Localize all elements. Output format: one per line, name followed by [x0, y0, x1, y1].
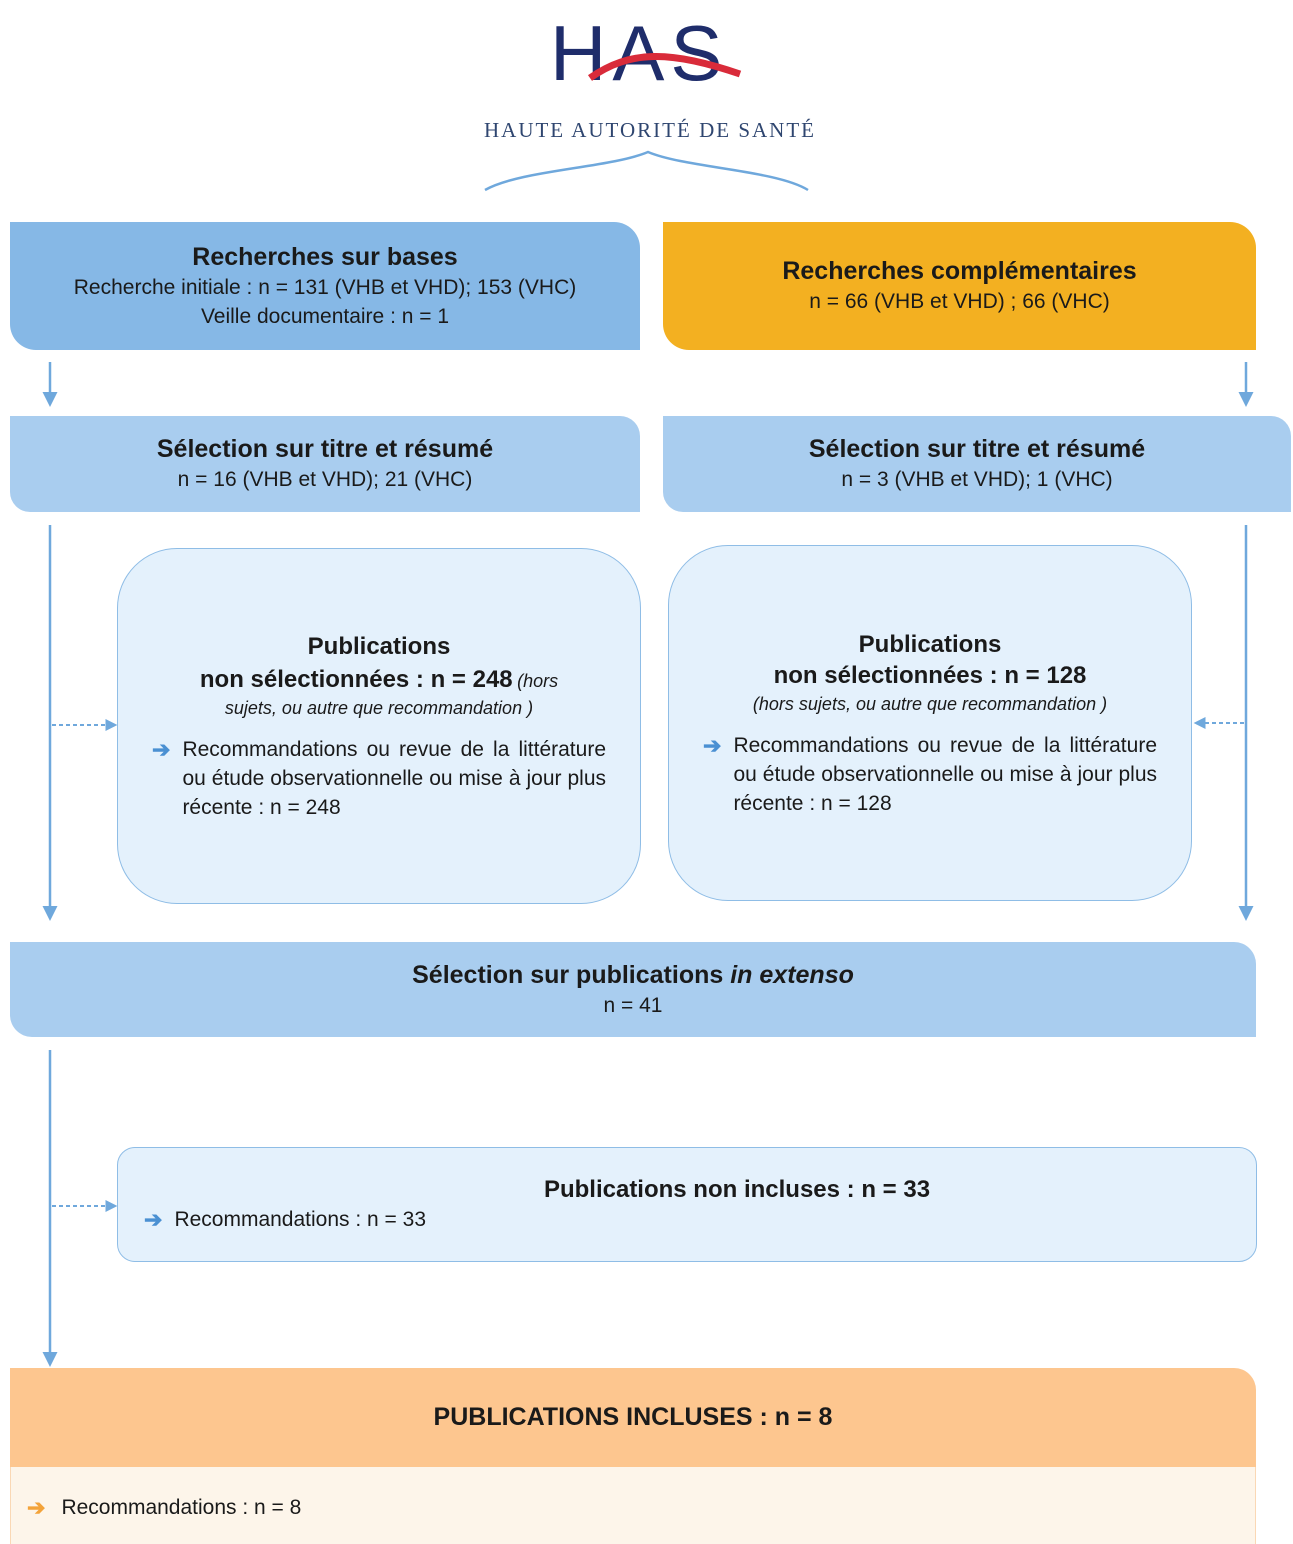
search-db-box: Recherches sur bases Recherche initiale … — [10, 222, 640, 350]
excluded-left-box: Publications non sélectionnées : n = 248… — [117, 548, 641, 904]
fulltext-title-italic: in extenso — [730, 960, 854, 989]
excluded-right-title2: non sélectionnées : n = 128 — [773, 661, 1087, 689]
excluded-left-note-inline: (hors — [517, 670, 559, 691]
search-extra-box: Recherches complémentaires n = 66 (VHB e… — [663, 222, 1256, 350]
has-logo: HAS — [520, 0, 780, 115]
not-included-bullet-item: ➔ Recommandations : n = 33 — [144, 1205, 1230, 1234]
fulltext-title: Sélection sur publications in extenso — [412, 960, 854, 991]
selection-left-title: Sélection sur titre et résumé — [156, 435, 494, 463]
selection-left-line1: n = 16 (VHB et VHD); 21 (VHC) — [177, 468, 473, 491]
has-logo-mark: HAS — [550, 9, 742, 97]
search-db-title: Recherches sur bases — [192, 242, 458, 271]
selection-right-box: Sélection sur titre et résumé n = 3 (VHB… — [663, 416, 1291, 512]
excluded-left-title2: non sélectionnées : n = 248 — [199, 665, 513, 693]
excluded-right-box: Publications non sélectionnées : n = 128… — [668, 545, 1192, 901]
included-bullet-item: ➔ Recommandations : n = 8 — [27, 1493, 1239, 1522]
excluded-right-bullet: Recommandations ou revue de la littératu… — [733, 733, 1157, 815]
logo-letters: HAS — [550, 9, 728, 97]
arrow-right-icon: ➔ — [152, 736, 171, 762]
included-title: PUBLICATIONS INCLUSES : n = 8 — [433, 1403, 833, 1431]
search-db-line1: Recherche initiale : n = 131 (VHB et VHD… — [73, 275, 577, 299]
search-db-line2: Veille documentaire : n = 1 — [200, 304, 450, 328]
search-extra-line1: n = 66 (VHB et VHD) ; 66 (VHC) — [809, 290, 1110, 313]
selection-right-title: Sélection sur titre et résumé — [808, 435, 1146, 463]
included-detail-box: ➔ Recommandations : n = 8 — [10, 1467, 1256, 1544]
not-included-title: Publications non incluses : n = 33 — [543, 1176, 931, 1203]
excluded-left-bullet: Recommandations ou revue de la littératu… — [182, 737, 606, 819]
excluded-left-title1: Publications — [307, 632, 451, 660]
search-extra-title: Recherches complémentaires — [782, 257, 1137, 285]
arrow-right-icon: ➔ — [703, 732, 722, 758]
excluded-right-note: (hors sujets, ou autre que recommandatio… — [752, 693, 1108, 714]
not-included-bullet: Recommandations : n = 33 — [174, 1208, 426, 1231]
selection-right-line1: n = 3 (VHB et VHD); 1 (VHC) — [841, 468, 1113, 491]
excluded-left-bullet-item: ➔ Recommandations ou revue de la littéra… — [152, 735, 606, 822]
fulltext-line1: n = 41 — [603, 993, 663, 1017]
fulltext-box: Sélection sur publications in extenso n … — [10, 942, 1256, 1037]
fulltext-title-prefix: Sélection sur publications — [412, 960, 731, 989]
arrow-right-icon: ➔ — [144, 1207, 163, 1232]
included-box: PUBLICATIONS INCLUSES : n = 8 — [10, 1368, 1256, 1467]
logo-subtitle: HAUTE AUTORITÉ DE SANTÉ — [483, 118, 816, 142]
arrow-right-icon: ➔ — [27, 1495, 46, 1520]
logo-brace — [484, 150, 809, 192]
excluded-left-note: sujets, ou autre que recommandation ) — [224, 697, 534, 718]
excluded-right-title1: Publications — [858, 630, 1002, 658]
selection-left-box: Sélection sur titre et résumé n = 16 (VH… — [10, 416, 640, 512]
excluded-right-bullet-item: ➔ Recommandations ou revue de la littéra… — [703, 731, 1157, 818]
not-included-box: Publications non incluses : n = 33 ➔ Rec… — [117, 1147, 1257, 1262]
logo-swoosh — [587, 53, 742, 81]
included-bullet: Recommandations : n = 8 — [61, 1496, 302, 1519]
